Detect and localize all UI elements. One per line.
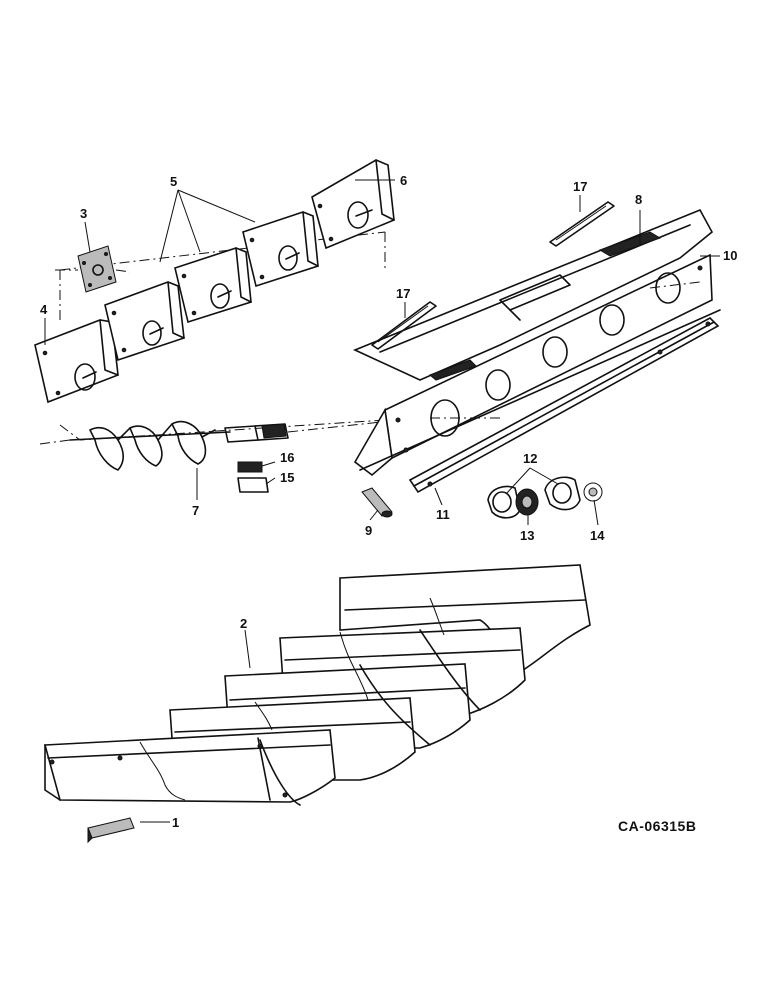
drawing-code: CA-06315B — [618, 818, 697, 834]
callout-13: 13 — [520, 528, 535, 543]
callout-12: 12 — [523, 451, 538, 466]
callout-14: 14 — [590, 528, 605, 543]
callout-4: 4 — [40, 302, 48, 317]
cover-panel-5b — [174, 247, 252, 324]
bracket-1 — [87, 817, 135, 844]
callout-17a: 17 — [396, 286, 411, 301]
leader-lines — [44, 179, 720, 823]
bearing-flange-12b — [544, 476, 581, 511]
callout-6: 6 — [400, 173, 408, 188]
callout-8: 8 — [635, 192, 643, 207]
auger-housing-10 — [352, 208, 721, 477]
key-16 — [237, 461, 263, 473]
callout-10: 10 — [723, 248, 738, 263]
cover-panel-4 — [34, 319, 119, 404]
shim-plate-17b — [549, 201, 615, 247]
callout-2: 2 — [240, 616, 248, 631]
callout-5: 5 — [170, 174, 178, 189]
auger-cover-panels — [34, 159, 395, 441]
bearing-13 — [515, 488, 539, 516]
pin-9 — [361, 487, 393, 518]
bearing-flange-12a — [487, 485, 521, 519]
callout-17b: 17 — [573, 179, 588, 194]
cover-panel-5c — [242, 211, 319, 288]
callout-16: 16 — [280, 450, 295, 465]
trough-assembly-2 — [43, 564, 591, 806]
callout-15: 15 — [280, 470, 295, 485]
callout-7: 7 — [192, 503, 200, 518]
bearing-plate-3 — [55, 245, 131, 293]
shim-plate-17a — [371, 301, 437, 350]
callout-3: 3 — [80, 206, 88, 221]
cover-panel-5a — [104, 281, 185, 362]
callout-1: 1 — [172, 815, 180, 830]
cover-panel-6 — [311, 159, 395, 250]
callout-11: 11 — [436, 507, 450, 522]
collar-14 — [583, 482, 603, 502]
auger-7 — [39, 419, 401, 471]
plate-15 — [237, 477, 269, 493]
callout-9: 9 — [365, 523, 373, 538]
angle-strip-11 — [408, 317, 720, 494]
